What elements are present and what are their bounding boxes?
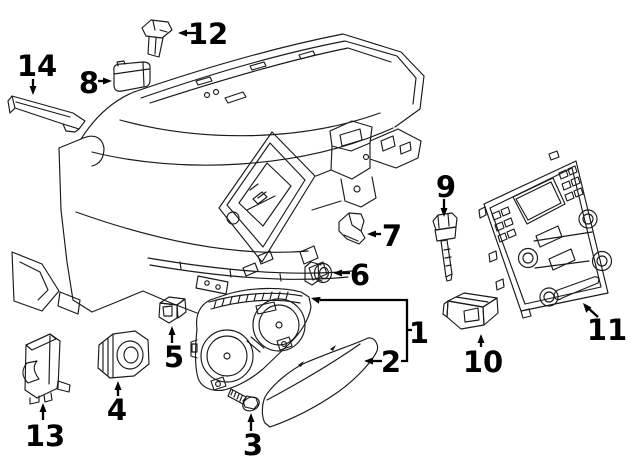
callout-4-label: 4 <box>107 393 127 427</box>
callout-14-label: 14 <box>17 49 57 83</box>
callout-8-label: 8 <box>79 66 99 100</box>
part-instrument-cluster <box>190 287 312 392</box>
part-center-control-panel <box>478 150 613 319</box>
callout-1: 1 <box>311 296 429 363</box>
callout-9: 9 <box>436 170 456 217</box>
callout-5-label: 5 <box>164 340 184 374</box>
part-retainer-clip <box>141 19 173 58</box>
part-clip-bracket <box>338 212 366 245</box>
part-cluster-lens <box>261 337 379 428</box>
callout-3-label: 3 <box>243 428 263 462</box>
callout-3: 3 <box>243 413 263 462</box>
callout-6-label: 6 <box>350 258 370 292</box>
part-switch-module <box>113 60 151 92</box>
callout-4: 4 <box>107 381 127 427</box>
callout-2: 2 <box>364 345 401 379</box>
part-grommet-knob <box>304 261 333 286</box>
callout-11-label: 11 <box>587 313 627 347</box>
part-temperature-sensor <box>432 212 458 282</box>
callout-9-label: 9 <box>436 170 456 204</box>
callout-6: 6 <box>333 258 370 292</box>
callout-7: 7 <box>367 219 402 253</box>
callout-10: 10 <box>463 334 503 379</box>
part-trim-strip <box>7 95 86 133</box>
part-relay-module <box>22 333 71 405</box>
part-switch-bank <box>442 292 499 330</box>
callout-13: 13 <box>25 403 65 453</box>
part-mounting-screw <box>227 388 260 412</box>
callout-12-label: 12 <box>188 17 228 51</box>
callout-8: 8 <box>79 66 112 100</box>
callout-2-label: 2 <box>381 345 401 379</box>
callout-10-label: 10 <box>463 345 503 379</box>
callout-14: 14 <box>17 49 57 95</box>
callout-11: 11 <box>583 303 627 347</box>
dashboard-art <box>11 33 425 315</box>
callout-13-label: 13 <box>25 419 65 453</box>
part-headlamp-switch <box>97 330 150 379</box>
part-small-switch <box>158 296 187 324</box>
callout-1-label: 1 <box>409 316 429 350</box>
callout-5: 5 <box>164 326 184 374</box>
callout-12: 12 <box>178 17 228 51</box>
callout-7-label: 7 <box>382 219 402 253</box>
